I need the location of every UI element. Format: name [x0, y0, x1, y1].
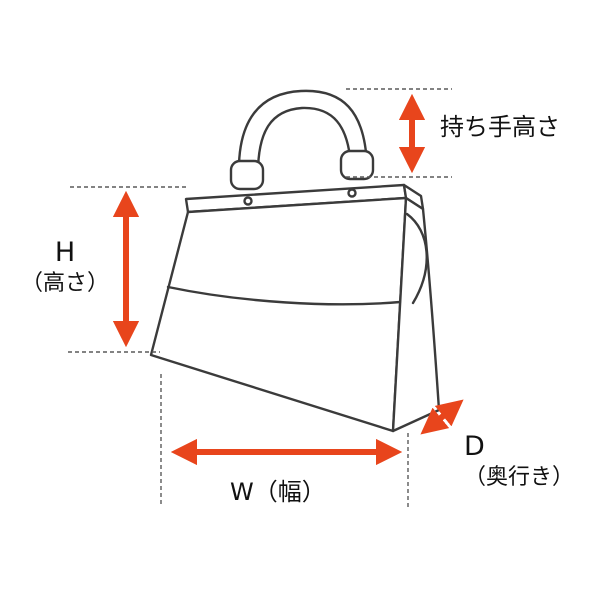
height-label: H （高さ） — [16, 236, 114, 297]
depth-arrow — [420, 399, 464, 435]
bag-clasp-stud-right — [347, 188, 357, 198]
bag-handle-tab-left — [229, 159, 265, 191]
bag-handle-inner — [256, 106, 353, 180]
bag-front-face — [149, 196, 408, 433]
bag-clasp-stud-left — [243, 196, 253, 206]
handbag-illustration — [149, 89, 441, 433]
dimension-arrows — [112, 93, 464, 466]
bag-handle-tab-right — [339, 149, 375, 181]
depth-label: D （奥行き） — [464, 430, 574, 491]
width-label: W（幅） — [230, 478, 326, 506]
depth-label-letter: D — [464, 431, 485, 462]
bag-handle-outer — [237, 89, 369, 179]
depth-label-word: （奥行き） — [464, 464, 575, 490]
bag-flap-edge — [166, 285, 402, 306]
bag-flap-side — [405, 212, 428, 305]
guide-lines — [68, 88, 452, 507]
handle-height-label: 持ち手高さ — [440, 113, 560, 141]
height-label-letter: H — [54, 237, 76, 268]
height-label-word: （高さ） — [20, 270, 109, 296]
